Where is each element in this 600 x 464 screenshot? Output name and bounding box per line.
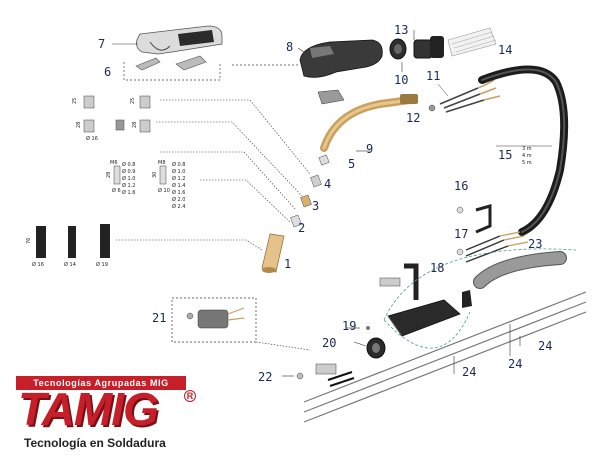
main-cable-hose (478, 65, 569, 236)
dim-76: 76 (26, 238, 32, 244)
cable-length-0: 3 m (522, 146, 532, 152)
tip-m8-4: Ø 1.6 (172, 189, 185, 196)
callout-12: 12 (406, 111, 421, 125)
logo-tagline: Tecnología en Soldadura (24, 436, 166, 450)
tip-m6-2: Ø 1.0 (122, 175, 135, 182)
logo-banner: Tecnologías Agrupadas MIG (16, 376, 186, 390)
tip-m8-3: Ø 1.4 (172, 182, 185, 189)
tip-m8-6: Ø 2.4 (172, 203, 185, 210)
dim-28c: 28 (106, 172, 112, 178)
tip-m6-3: Ø 1.2 (122, 182, 135, 189)
tip-m6-1: Ø 0.9 (122, 168, 135, 175)
dim-25a: 25 (72, 98, 78, 104)
callout-22: 22 (258, 370, 273, 384)
nozzle-size-0: Ø 16 (32, 261, 44, 268)
front-end-parts (261, 154, 330, 273)
callout-6: 6 (104, 65, 112, 79)
callout-16: 16 (454, 179, 469, 193)
leader-lines (116, 99, 311, 351)
tip-m8-label: M8 (158, 160, 166, 166)
cable-length-1: 4 m (522, 153, 532, 159)
collar-and-spring (389, 27, 497, 72)
euro-connector-box (171, 297, 257, 343)
callout-21: 21 (152, 311, 167, 325)
callout-19: 19 (342, 319, 357, 333)
tip-m8-0: Ø 0.8 (172, 161, 185, 168)
callout-20: 20 (322, 336, 337, 350)
callout-14: 14 (498, 43, 513, 57)
gas-and-power-connectors (428, 79, 501, 113)
nozzle-size-1: Ø 14 (64, 261, 76, 268)
nozzle-size-2: Ø 19 (96, 261, 108, 268)
callout-13: 13 (394, 23, 409, 37)
callout-7: 7 (98, 37, 106, 51)
callout-8: 8 (286, 40, 294, 54)
dim-28b: 28 (132, 122, 138, 128)
callout-24b: 24 (508, 357, 523, 371)
handle-shell-part (112, 25, 223, 55)
cable-length-2: 5 m (522, 160, 532, 166)
consumable-drawings (36, 95, 167, 258)
torch-handle (297, 39, 383, 105)
swan-neck (320, 94, 418, 152)
logo-wordmark: TAMIG (18, 383, 159, 435)
callout-4: 4 (324, 177, 332, 191)
callout-23: 23 (528, 237, 543, 251)
dim-30: 30 (152, 172, 158, 178)
callout-24a: 24 (538, 339, 553, 353)
dim-28a: 28 (76, 122, 82, 128)
callout-2: 2 (298, 221, 306, 235)
dim-25b: 25 (130, 98, 136, 104)
dim-d16: Ø 16 (86, 135, 98, 142)
tip-m8-1: Ø 1.0 (172, 168, 185, 175)
callout-17: 17 (454, 227, 469, 241)
wire-liners (303, 291, 587, 423)
callout-9: 9 (366, 142, 374, 156)
tip-m8-2: Ø 1.2 (172, 175, 185, 182)
tip-m6-0: Ø 0.8 (122, 161, 135, 168)
dim-d10: Ø 10 (158, 187, 170, 194)
callout-24c: 24 (462, 365, 477, 379)
callout-5: 5 (348, 157, 356, 171)
callout-1: 1 (284, 257, 292, 271)
callout-15: 15 (498, 148, 513, 162)
trigger-parts (123, 55, 298, 81)
rear-connector-parts (379, 204, 577, 349)
tip-m8-5: Ø 2.0 (172, 196, 185, 203)
registered-mark-icon: R (184, 390, 196, 402)
dimension-labels: 25 25 28 28 Ø 16 28 30 Ø 6 Ø 10 76 M6 M8… (26, 98, 532, 268)
rear-nut-and-adapter (346, 326, 386, 359)
callout-3: 3 (312, 199, 320, 213)
tip-m6-label: M6 (110, 160, 118, 166)
tip-m6-4: Ø 1.6 (122, 189, 135, 196)
callout-18: 18 (430, 261, 445, 275)
callout-11: 11 (426, 69, 441, 83)
dim-d6: Ø 6 (112, 187, 121, 194)
pin-parts (282, 363, 355, 387)
callout-10: 10 (394, 73, 409, 87)
